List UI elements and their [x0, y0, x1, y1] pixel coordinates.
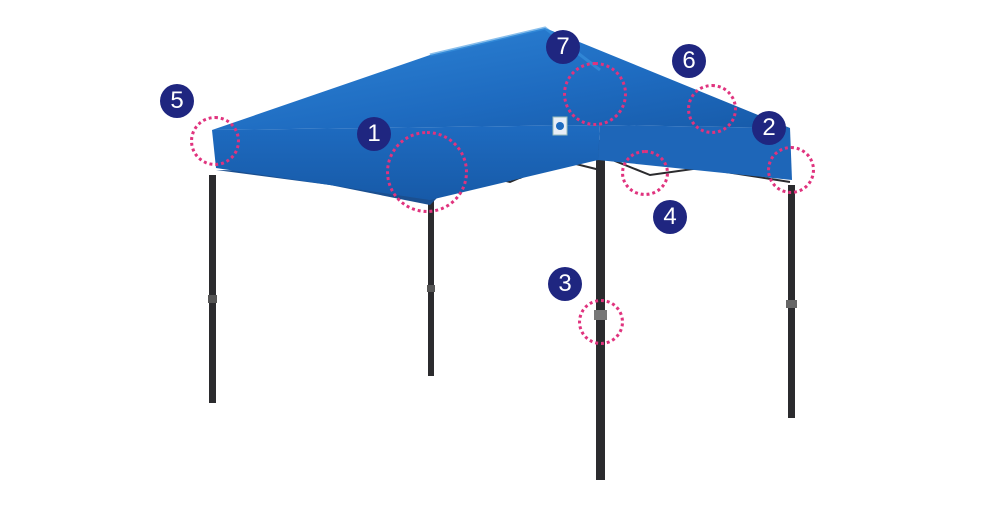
- tent-legs: [208, 140, 797, 480]
- callout-badge-7: 7: [546, 30, 580, 64]
- canopy-valance-right: [598, 125, 792, 180]
- callout-ring-1: [386, 131, 468, 213]
- callout-ring-5: [190, 116, 240, 166]
- callout-ring-6: [687, 84, 737, 134]
- callout-ring-2: [767, 146, 815, 194]
- callout-ring-3: [578, 299, 624, 345]
- callout-badge-3: 3: [548, 267, 582, 301]
- callout-ring-4: [621, 150, 669, 196]
- callout-badge-5: 5: [160, 84, 194, 118]
- callout-badge-6: 6: [672, 44, 706, 78]
- callout-badge-1: 1: [357, 117, 391, 151]
- canopy-roof: [212, 28, 790, 130]
- callout-ring-7: [563, 62, 627, 126]
- leg-back-left: [209, 175, 216, 403]
- callout-badge-2: 2: [752, 111, 786, 145]
- callout-badge-4: 4: [653, 200, 687, 234]
